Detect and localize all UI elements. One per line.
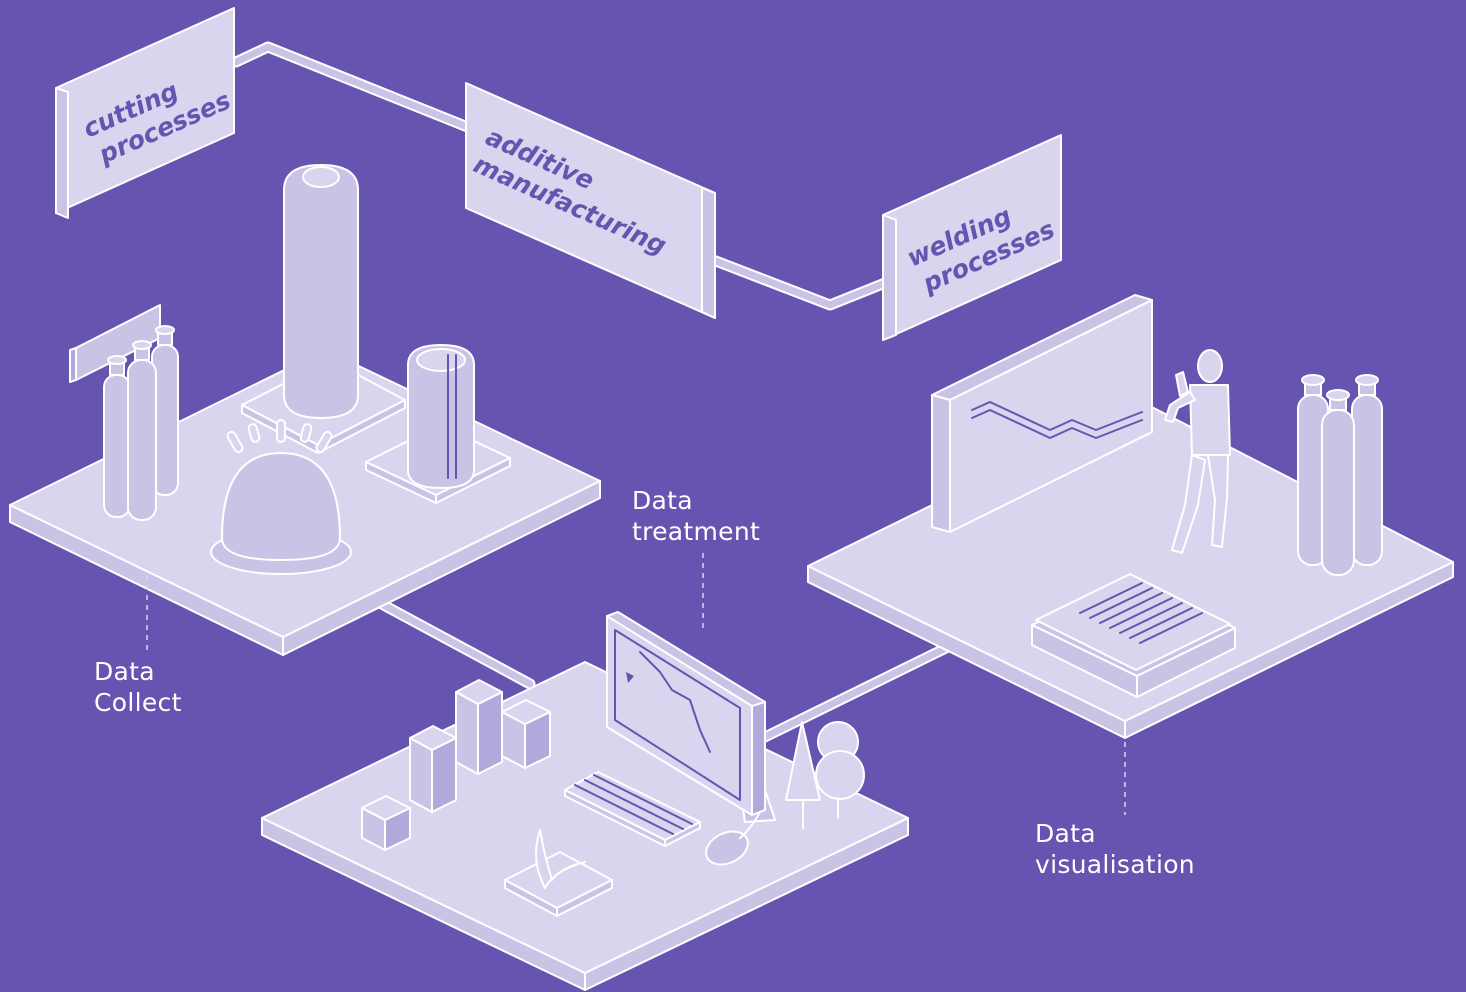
display-wall (931, 294, 1153, 533)
tall-vessel (241, 164, 406, 454)
platform-data-collect (9, 164, 601, 656)
sign-additive-manufacturing: additive manufacturing (465, 82, 716, 319)
sign-cutting-processes: cutting processes (55, 7, 235, 219)
platform-data-visualisation (807, 294, 1454, 739)
gas-cylinders-left (69, 304, 179, 521)
logo-plinth (504, 829, 613, 917)
computer-mouse (705, 811, 761, 866)
label-data-visualisation-line1: Data (1035, 819, 1096, 848)
sign-connector-pipes (230, 41, 891, 311)
label-data-collect-line1: Data (94, 657, 155, 686)
platform-data-treatment (261, 611, 909, 991)
label-data-collect: Data Collect (94, 656, 182, 718)
gas-cylinders-right (1297, 374, 1383, 576)
platform-connector-pipes (372, 596, 954, 743)
person-figure (1164, 349, 1231, 554)
bar-blocks (361, 679, 551, 851)
label-data-collect-line2: Collect (94, 688, 182, 717)
label-data-treatment-line2: treatment (632, 517, 761, 546)
label-data-visualisation-line2: visualisation (1035, 850, 1195, 879)
computer-monitor (606, 611, 776, 823)
document-stack (1031, 573, 1236, 698)
label-data-visualisation: Data visualisation (1035, 818, 1195, 880)
label-data-treatment-line1: Data (632, 486, 693, 515)
sign-welding-processes: welding processes (882, 134, 1062, 341)
trees (785, 721, 865, 829)
keyboard (564, 771, 701, 847)
small-tank (365, 344, 511, 504)
label-data-treatment: Data treatment (632, 485, 760, 547)
dome-device (210, 419, 352, 575)
